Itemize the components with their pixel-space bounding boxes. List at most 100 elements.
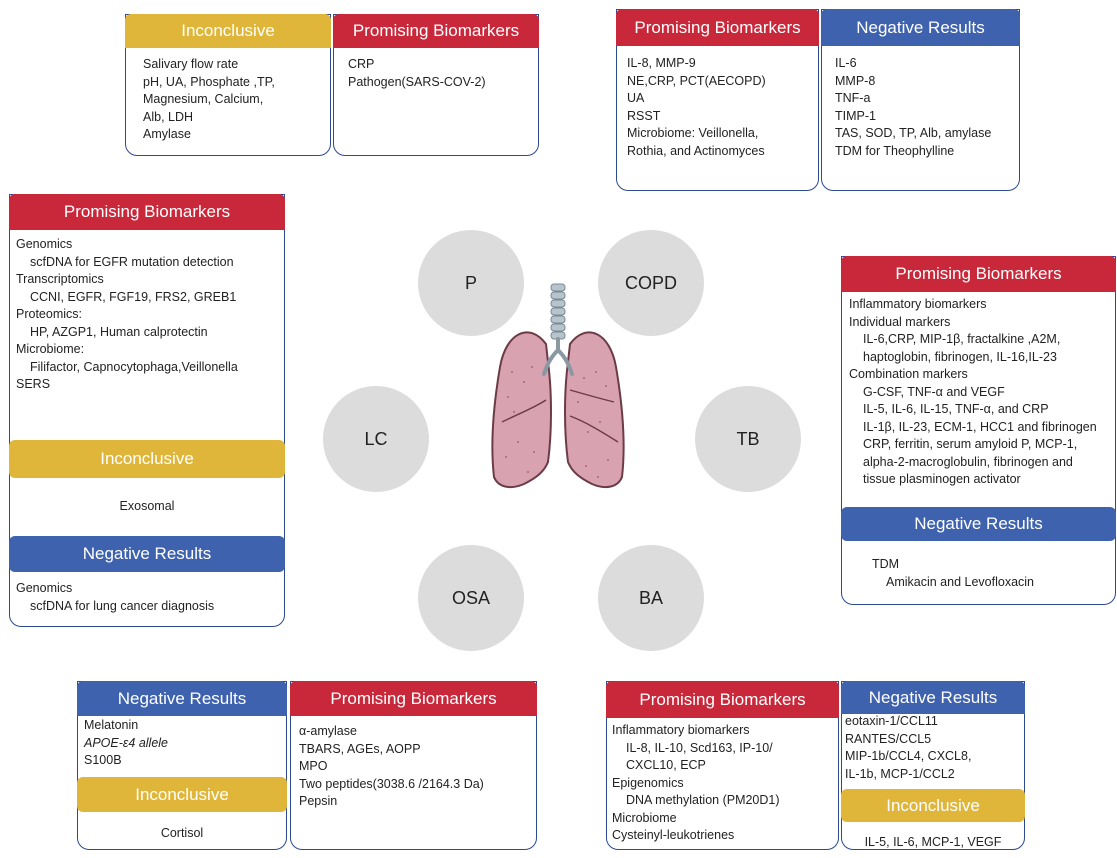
tb-promising-item: G-CSF, TNF-α and VEGF [863, 384, 1005, 399]
tb-promising-item: haptoglobin, fibrinogen, IL-16,IL-23 [863, 349, 1057, 364]
ba-promising-item: DNA methylation (PM20D1) [626, 793, 780, 807]
copd-promising-item: IL-8, MMP-9 [627, 56, 696, 70]
copd-negative-header: Negative Results [821, 9, 1020, 46]
p-inconclusive-item: Amylase [143, 127, 191, 141]
ba-negative-item: IL-1b, MCP-1/CCL2 [845, 766, 955, 781]
p-inconclusive-item: pH, UA, Phosphate ,TP, [143, 74, 275, 89]
disease-circle-lc: LC [323, 386, 429, 492]
lc-promising-item: Filifactor, Capnocytophaga,Veillonella [30, 359, 238, 374]
osa-inconclusive-item: Cortisol [160, 826, 204, 840]
copd-negative-item: IL-6 [835, 56, 857, 70]
ba-promising-item: Cysteinyl-leukotrienes [612, 828, 735, 842]
copd-promising-item: Rothia, and Actinomyces [627, 143, 765, 158]
ba-negative-header: Negative Results [841, 681, 1025, 714]
lc-promising-header: Promising Biomarkers [9, 194, 285, 230]
osa-inconclusive-header: Inconclusive [77, 777, 287, 812]
lungs-illustration [491, 283, 625, 489]
copd-promising-item: UA [627, 91, 645, 105]
ba-promising-item: Epigenomics [612, 775, 684, 790]
copd-promising-item: Microbiome: Veillonella, [627, 126, 759, 140]
lc-promising-list: Genomics scfDNA for EGFR mutation detecti… [16, 236, 238, 394]
osa-negative-item: Melatonin [84, 718, 139, 732]
ba-promising-item: Inflammatory biomarkers [612, 723, 750, 737]
tb-promising-item: CRP, ferritin, serum amyloid P, MCP-1, [863, 437, 1078, 451]
tb-promising-item: tissue plasminogen activator [863, 472, 1021, 486]
p-promising-item: CRP [348, 57, 375, 71]
tb-promising-item: IL-5, IL-6, IL-15, TNF-α, and CRP [863, 402, 1049, 416]
lc-promising-item: HP, AZGP1, Human calprotectin [30, 324, 208, 339]
tb-negative-header: Negative Results [841, 507, 1116, 541]
disease-circle-tb: TB [695, 386, 801, 492]
tb-promising-item: IL-6,CRP, MIP-1β, fractalkine ,A2M, [863, 332, 1061, 346]
osa-negative-item: S100B [84, 753, 122, 767]
ba-promising-item: CXCL10, ECP [626, 758, 706, 772]
ba-promising-item: IL-8, IL-10, Scd163, IP-10/ [626, 740, 773, 755]
lc-negative-item: scfDNA for lung cancer diagnosis [30, 598, 215, 613]
tb-promising-header: Promising Biomarkers [841, 256, 1116, 292]
lc-promising-item: scfDNA for EGFR mutation detection [30, 254, 234, 269]
p-inconclusive-header: Inconclusive [125, 14, 331, 48]
disease-circle-osa: OSA [418, 545, 524, 651]
disease-circle-copd: COPD [598, 230, 704, 336]
lc-inconclusive-header: Inconclusive [9, 440, 285, 478]
osa-promising-item: TBARS, AGEs, AOPP [299, 741, 421, 756]
p-inconclusive-item: Salivary flow rate [143, 57, 239, 71]
copd-negative-item: TIMP-1 [835, 108, 876, 123]
tb-promising-item: alpha-2-macroglobulin, fibrinogen and [863, 454, 1073, 469]
lc-negative-header: Negative Results [9, 536, 285, 572]
osa-promising-item: α-amylase [299, 724, 357, 738]
osa-negative-item: APOE-ε4 allele [84, 735, 169, 750]
tb-negative-item: Amikacin and Levofloxacin [886, 574, 1034, 589]
copd-promising-item: NE,CRP, PCT(AECOPD) [627, 73, 766, 88]
ba-promising-item: Microbiome [612, 810, 677, 825]
ba-negative-item: RANTES/CCL5 [845, 731, 932, 746]
copd-promising-item: RSST [627, 108, 661, 123]
tb-promising-item: Combination markers [849, 367, 968, 381]
right-lung [564, 331, 625, 489]
p-inconclusive-item: Magnesium, Calcium, [143, 92, 264, 106]
copd-negative-item: TAS, SOD, TP, Alb, amylase [835, 126, 992, 140]
lc-promising-item: SERS [16, 377, 51, 391]
ba-negative-item: MIP-1b/CCL4, CXCL8, [845, 749, 972, 763]
osa-promising-header: Promising Biomarkers [290, 681, 537, 716]
ba-negative-item: eotaxin-1/CCL11 [845, 714, 938, 728]
p-promising-header: Promising Biomarkers [333, 14, 539, 48]
ba-inconclusive-header: Inconclusive [841, 789, 1025, 822]
osa-negative-list: Melatonin APOE-ε4 allele S100B [84, 717, 168, 770]
lc-inconclusive-item: Exosomal [119, 499, 175, 513]
copd-negative-item: TDM for Theophylline [835, 143, 955, 158]
lc-negative-list: Genomics scfDNA for lung cancer diagnosis [16, 580, 214, 615]
lc-negative-item: Genomics [16, 581, 73, 595]
lc-inconclusive-list: Exosomal [9, 498, 285, 516]
osa-promising-item: Two peptides(3038.6 /2164.3 Da) [299, 776, 484, 791]
p-inconclusive-item: Alb, LDH [143, 109, 194, 124]
lc-promising-item: Transcriptomics [16, 272, 104, 286]
copd-negative-item: TNF-a [835, 91, 871, 105]
p-inconclusive-list: Salivary flow rate pH, UA, Phosphate ,TP,… [143, 56, 275, 144]
ba-inconclusive-list: IL-5, IL-6, MCP-1, VEGF [841, 834, 1025, 852]
ba-promising-header: Promising Biomarkers [606, 681, 839, 718]
p-promising-list: CRP Pathogen(SARS-COV-2) [348, 56, 486, 91]
p-promising-item: Pathogen(SARS-COV-2) [348, 74, 486, 89]
left-lung [491, 331, 552, 489]
copd-negative-item: MMP-8 [835, 73, 876, 88]
tb-promising-item: IL-1β, IL-23, ECM-1, HCC1 and fibrinogen [863, 419, 1097, 434]
tb-promising-item: Inflammatory biomarkers [849, 297, 987, 311]
lc-promising-item: CCNI, EGFR, FGF19, FRS2, GREB1 [30, 289, 237, 304]
tb-negative-list: TDM Amikacin and Levofloxacin [872, 556, 1034, 591]
osa-promising-item: MPO [299, 759, 328, 773]
lc-promising-item: Proteomics: [16, 307, 82, 321]
lc-promising-item: Genomics [16, 237, 73, 251]
lc-promising-item: Microbiome: [16, 342, 85, 356]
ba-inconclusive-item: IL-5, IL-6, MCP-1, VEGF [864, 835, 1002, 849]
tb-group-box [841, 256, 1116, 605]
trachea [550, 283, 566, 340]
tb-negative-item: TDM [872, 557, 900, 571]
osa-inconclusive-list: Cortisol [77, 825, 287, 843]
